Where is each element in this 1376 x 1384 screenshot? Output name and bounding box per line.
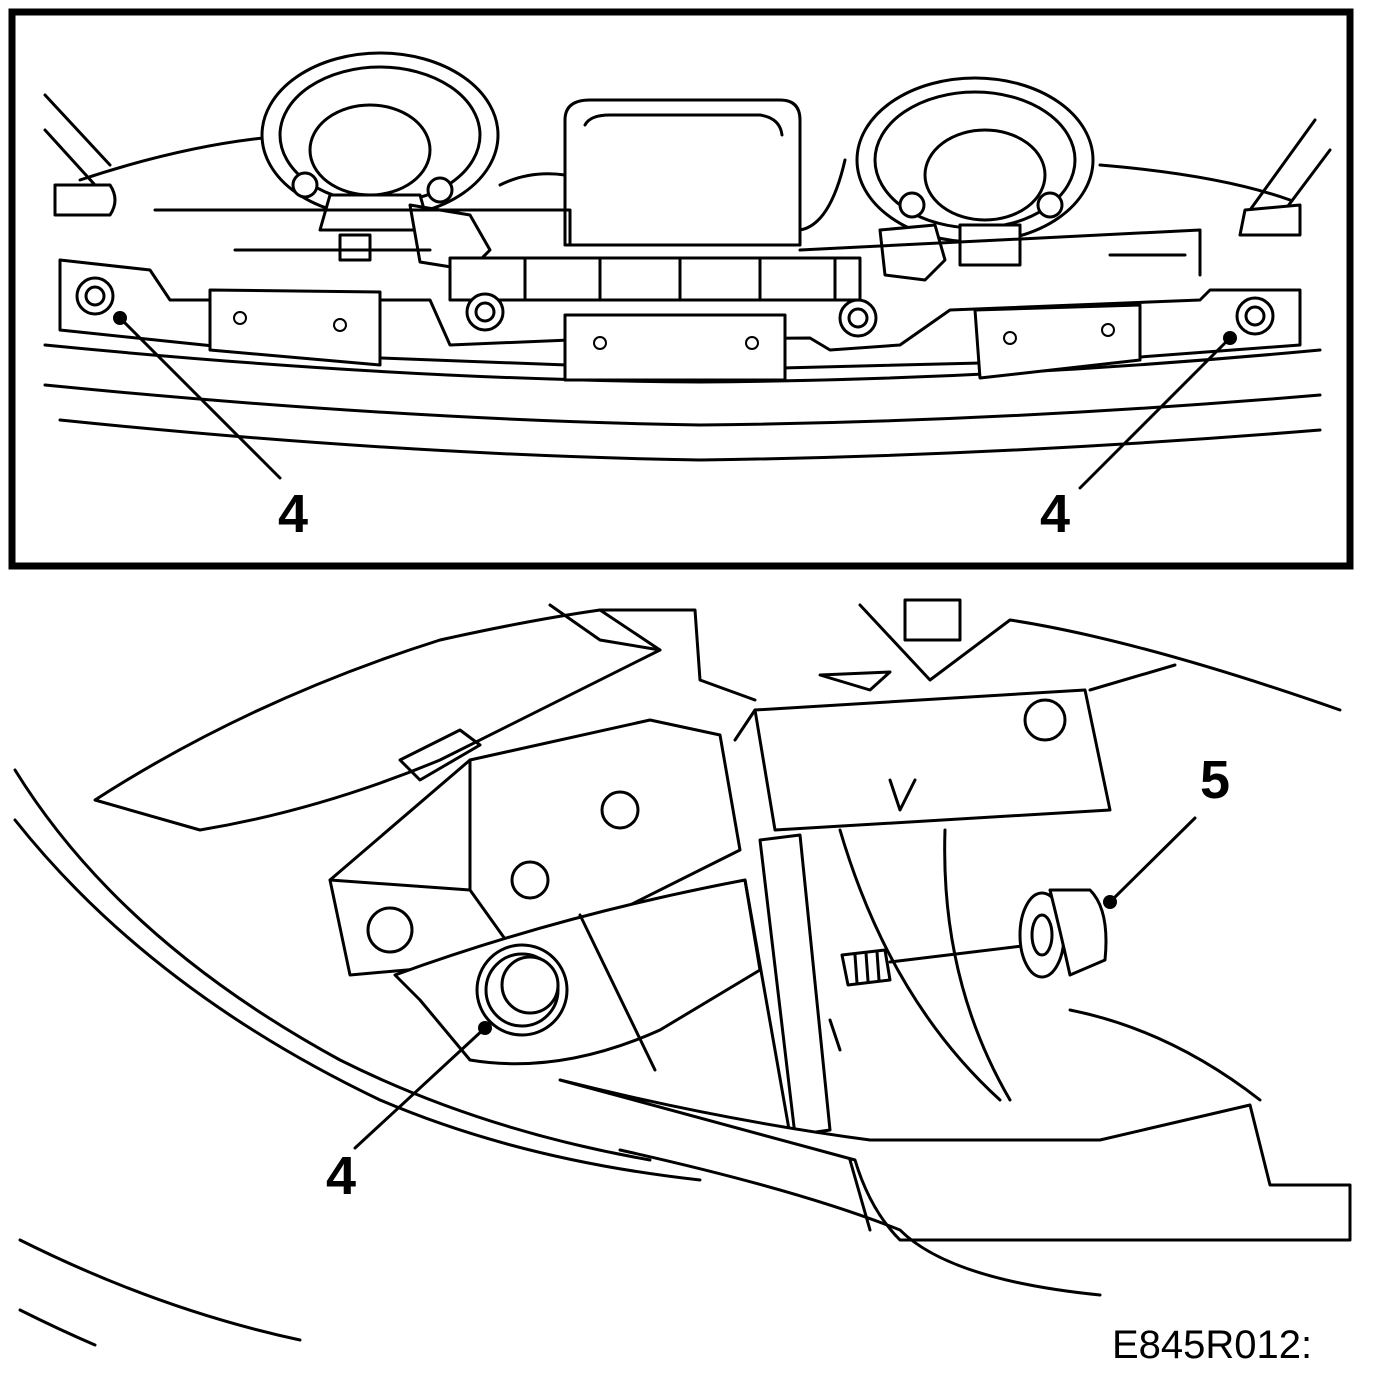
stud-and-nut — [840, 888, 1108, 987]
top-panel: 4 4 — [8, 8, 1354, 570]
callout-5: 5 — [1200, 750, 1230, 810]
center-duct — [498, 98, 847, 247]
callout-4-top-left: 4 — [278, 484, 308, 544]
bracket-bolt — [475, 943, 569, 1037]
vertical-strut — [733, 688, 1112, 1137]
bottom-leaders — [353, 816, 1197, 1150]
left-bracket — [328, 718, 742, 977]
bottom-panel: 4 5 E845R012: — [13, 598, 1352, 1367]
top-bolts — [75, 276, 1275, 338]
callout-4-top-right: 4 — [1040, 484, 1070, 544]
figure-id: E845R012: — [1112, 1323, 1312, 1367]
top-leaders — [113, 311, 1237, 490]
grille-row — [153, 208, 1202, 302]
left-horn — [260, 51, 500, 272]
right-horn — [855, 76, 1095, 282]
callout-4-bottom: 4 — [326, 1146, 356, 1206]
